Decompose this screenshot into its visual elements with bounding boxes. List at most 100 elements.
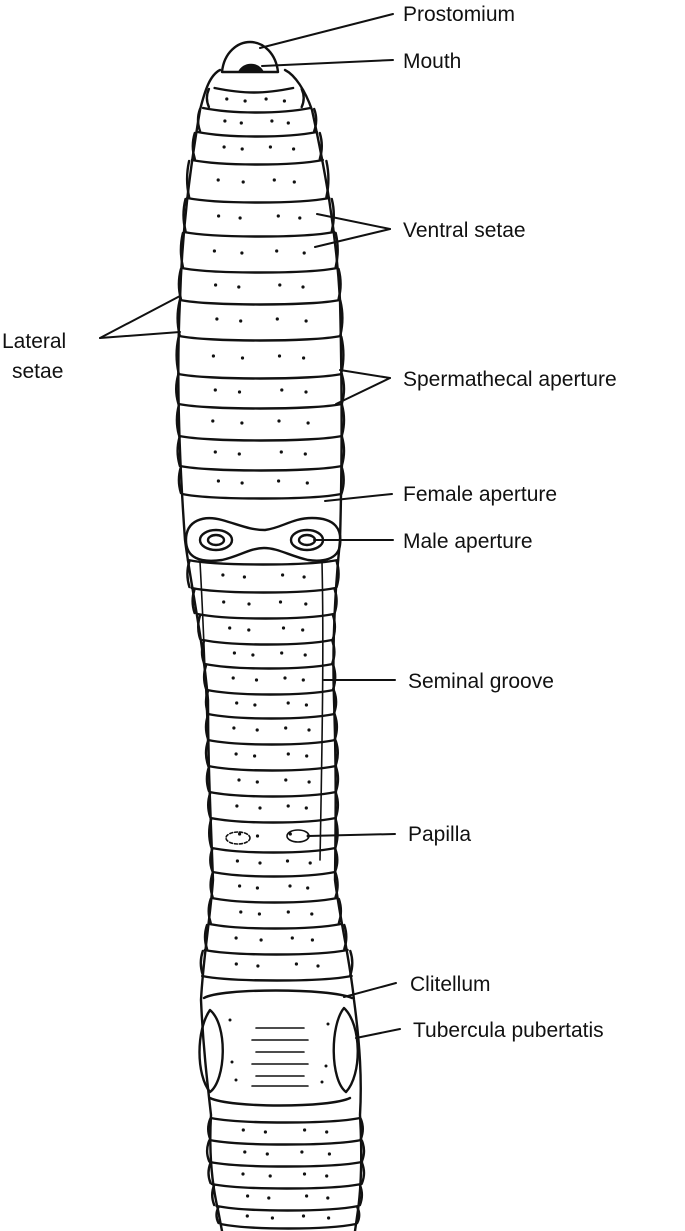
seta-dot bbox=[231, 676, 235, 680]
clitellum-dot bbox=[234, 1078, 238, 1082]
seta-dot bbox=[234, 962, 238, 966]
leader-ventral-setae-1 bbox=[316, 213, 391, 230]
seta-dot bbox=[282, 99, 286, 103]
segment-bulge bbox=[199, 949, 204, 977]
segment-bulge bbox=[331, 613, 337, 641]
seta-dot bbox=[294, 962, 298, 966]
seta-dot bbox=[286, 910, 290, 914]
seta-dot bbox=[303, 653, 307, 657]
segment-bulge bbox=[185, 159, 191, 199]
seta-dot bbox=[251, 653, 255, 657]
seta-dot bbox=[228, 626, 232, 630]
segment-ring bbox=[219, 1222, 358, 1230]
seta-dot bbox=[280, 651, 284, 655]
segment-bulge bbox=[175, 335, 180, 375]
segment-bulge bbox=[203, 923, 209, 951]
seta-dot bbox=[277, 419, 281, 423]
male-aperture-right-inner bbox=[297, 533, 317, 547]
seta-dot bbox=[275, 249, 279, 253]
segment-bulge bbox=[191, 587, 196, 615]
leader-spermathecal-2 bbox=[335, 377, 391, 405]
leader-mouth bbox=[261, 59, 394, 67]
seta-dot bbox=[237, 452, 241, 456]
segment-bulge bbox=[334, 847, 339, 873]
seta-dot bbox=[286, 121, 290, 125]
seta-dot bbox=[241, 180, 245, 184]
leader-papilla bbox=[307, 833, 396, 837]
label-mouth: Mouth bbox=[403, 50, 461, 73]
clitellum-dot bbox=[326, 1022, 330, 1026]
tubercula-right bbox=[332, 1006, 359, 1094]
seta-dot bbox=[235, 859, 239, 863]
seta-dot bbox=[281, 626, 286, 630]
seta-dot bbox=[301, 1214, 306, 1218]
seta-dot bbox=[310, 938, 314, 942]
seta-dot bbox=[277, 354, 282, 358]
segment-bulge bbox=[207, 897, 212, 925]
seta-dot bbox=[263, 1130, 267, 1134]
seta-dot bbox=[213, 388, 217, 392]
segment-bulge bbox=[313, 107, 318, 133]
segment-bulge bbox=[300, 87, 305, 109]
seta-dot bbox=[327, 1216, 331, 1220]
seta-dot bbox=[223, 119, 227, 123]
seta-dot bbox=[255, 886, 259, 890]
prostomium-shape bbox=[220, 40, 280, 74]
seta-dot bbox=[301, 678, 305, 682]
segment-bulge bbox=[339, 299, 344, 337]
seta-dot bbox=[305, 1194, 309, 1198]
seta-dot bbox=[240, 356, 245, 360]
segment-ring bbox=[208, 1160, 364, 1168]
seta-dot bbox=[259, 938, 263, 942]
segment-bulge bbox=[360, 1161, 366, 1185]
seta-dot bbox=[253, 703, 257, 707]
segment-bulge bbox=[349, 949, 354, 977]
segment-bulge bbox=[191, 131, 196, 161]
segment-bulge bbox=[325, 159, 330, 199]
seta-dot bbox=[238, 216, 242, 220]
label-clitellum: Clitellum bbox=[410, 973, 491, 996]
seta-dot bbox=[234, 752, 238, 756]
seta-dot bbox=[306, 886, 310, 890]
leader-tubercula bbox=[355, 1028, 401, 1039]
seta-dot bbox=[275, 317, 279, 321]
seta-dot bbox=[222, 600, 226, 604]
seta-dot bbox=[239, 910, 243, 914]
segment-ring bbox=[178, 464, 344, 472]
seta-dot bbox=[235, 804, 239, 808]
seta-dot bbox=[238, 884, 242, 888]
seta-dot bbox=[258, 806, 262, 810]
seta-dot bbox=[304, 602, 308, 606]
seta-dot bbox=[276, 214, 280, 218]
papilla-right bbox=[286, 829, 310, 843]
seta-dot bbox=[288, 832, 292, 836]
segment-bulge bbox=[215, 1205, 220, 1225]
seta-dot bbox=[290, 936, 294, 940]
segment-ring bbox=[190, 586, 337, 594]
seta-dot bbox=[241, 1172, 245, 1176]
seta-dot bbox=[286, 752, 290, 756]
seta-dot bbox=[268, 1174, 272, 1178]
seta-dot bbox=[285, 859, 290, 863]
seta-dot bbox=[305, 754, 309, 758]
seta-dot bbox=[270, 1216, 274, 1220]
seta-dot bbox=[247, 628, 251, 632]
seta-dot bbox=[268, 145, 272, 149]
seta-dot bbox=[232, 651, 236, 655]
clitellum-region bbox=[198, 989, 359, 1107]
seta-dot bbox=[278, 283, 282, 287]
seta-dot bbox=[281, 573, 285, 577]
segment-ring bbox=[208, 1138, 363, 1146]
seta-dot bbox=[264, 97, 268, 101]
seta-dot bbox=[302, 251, 306, 255]
seta-dot bbox=[303, 452, 307, 456]
seta-dot bbox=[301, 628, 305, 632]
label-papilla: Papilla bbox=[408, 823, 471, 846]
segment-bulge bbox=[179, 231, 185, 269]
seta-dot bbox=[288, 884, 292, 888]
seminal-groove-right bbox=[319, 561, 324, 861]
seta-dot bbox=[303, 1128, 307, 1132]
leader-female-aperture bbox=[324, 493, 393, 502]
segment-ring bbox=[208, 922, 343, 930]
seta-dot bbox=[306, 421, 310, 425]
